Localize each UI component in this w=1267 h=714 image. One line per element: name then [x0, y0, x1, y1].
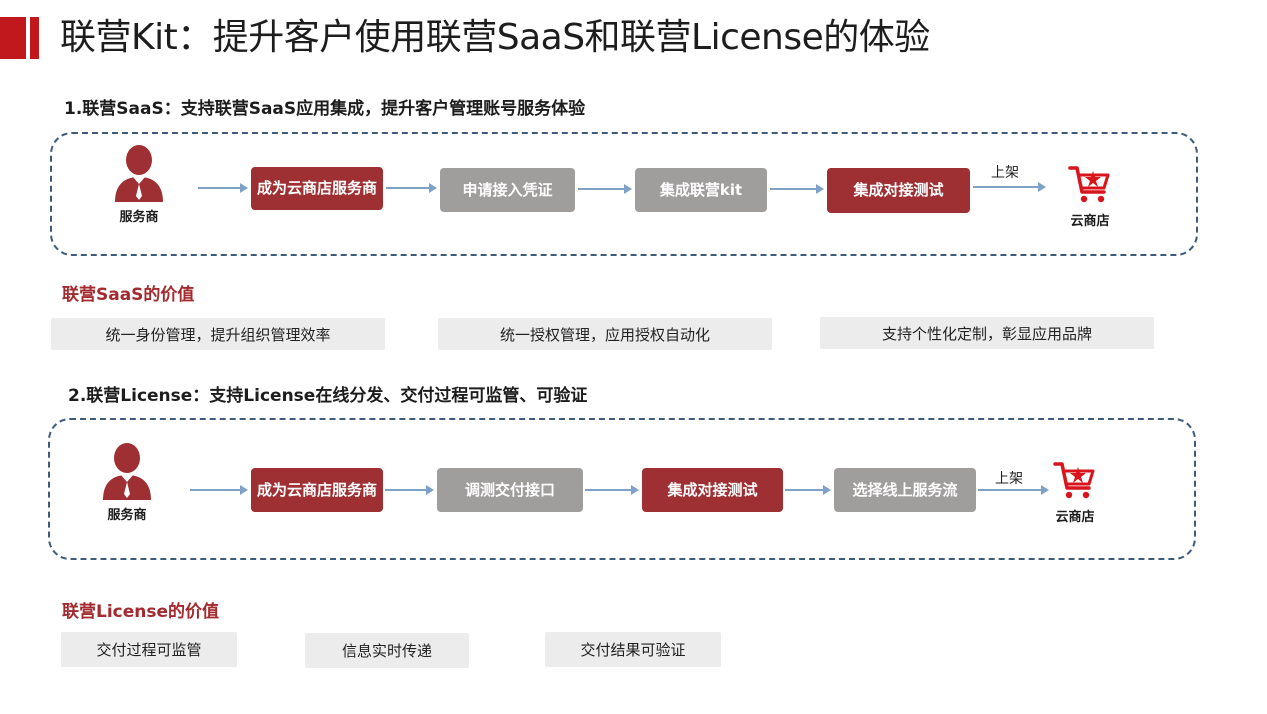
license-publish-label: 上架: [995, 471, 1023, 487]
saas-arrow-1: [198, 183, 248, 193]
license-step-select-service-flow: 选择线上服务流: [834, 468, 976, 512]
license-step-debug-interface: 调测交付接口: [437, 468, 583, 512]
saas-value-item: 统一授权管理，应用授权自动化: [438, 318, 772, 350]
page-title: 联营Kit：提升客户使用联营SaaS和联营License的体验: [60, 17, 930, 58]
saas-arrow-2: [386, 183, 437, 193]
saas-step-become-provider: 成为云商店服务商: [251, 167, 383, 210]
saas-step-integration-test: 集成对接测试: [827, 168, 970, 213]
saas-arrow-4: [770, 184, 824, 194]
saas-arrow-publish: [973, 182, 1046, 192]
license-arrow-1: [190, 485, 248, 495]
saas-provider-actor: 服务商: [104, 144, 174, 225]
license-flow-container: [48, 418, 1196, 560]
license-arrow-publish: [978, 485, 1049, 495]
license-store-label: 云商店: [1055, 510, 1095, 525]
shopping-cart-icon: [1068, 166, 1110, 203]
license-arrow-3: [585, 485, 639, 495]
license-arrow-2: [385, 485, 434, 495]
saas-value-item: 支持个性化定制，彰显应用品牌: [820, 317, 1154, 349]
person-icon: [103, 443, 151, 500]
license-step-become-provider: 成为云商店服务商: [251, 468, 383, 512]
license-value-heading: 联营License的价值: [62, 602, 220, 622]
license-cloud-store: 云商店: [1040, 458, 1110, 525]
license-provider-actor: 服务商: [92, 442, 162, 523]
license-step-integration-test: 集成对接测试: [642, 468, 783, 512]
license-value-item: 交付过程可监管: [61, 632, 237, 667]
saas-arrow-3: [578, 184, 632, 194]
saas-flow-container: [50, 132, 1198, 256]
license-value-item: 信息实时传递: [305, 633, 469, 668]
license-value-item: 交付结果可验证: [545, 632, 721, 667]
person-icon: [115, 145, 163, 202]
saas-publish-label: 上架: [991, 165, 1019, 181]
license-section-heading: 2.联营License：支持License在线分发、交付过程可监管、可验证: [68, 386, 588, 406]
saas-store-label: 云商店: [1070, 214, 1110, 229]
license-provider-label: 服务商: [107, 508, 147, 523]
saas-cloud-store: 云商店: [1055, 162, 1125, 229]
saas-step-apply-credential: 申请接入凭证: [440, 168, 575, 212]
title-accent-bar: [0, 17, 40, 59]
shopping-cart-icon: [1053, 462, 1095, 499]
saas-section-heading: 1.联营SaaS：支持联营SaaS应用集成，提升客户管理账号服务体验: [64, 99, 586, 119]
license-arrow-4: [785, 485, 831, 495]
saas-provider-label: 服务商: [119, 210, 159, 225]
saas-value-heading: 联营SaaS的价值: [62, 285, 195, 305]
saas-step-integrate-kit: 集成联营kit: [635, 168, 767, 212]
saas-value-item: 统一身份管理，提升组织管理效率: [51, 318, 385, 350]
